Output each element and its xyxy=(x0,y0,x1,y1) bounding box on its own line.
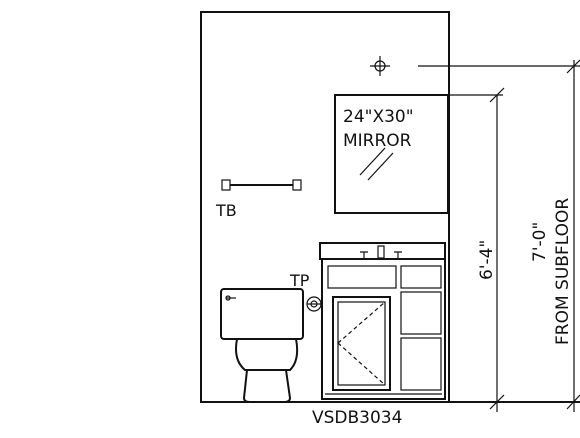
toilet-paper-holder xyxy=(306,296,322,312)
light-height-label: 7'-0" xyxy=(530,222,550,262)
mirror-label-size: 24"X30" xyxy=(343,107,414,127)
mirror xyxy=(334,94,449,214)
vanity xyxy=(319,242,446,400)
crosshair-circle-icon xyxy=(370,56,390,76)
light-height-dimension xyxy=(418,59,580,412)
vanity-model-label: VSDB3034 xyxy=(312,408,402,428)
light-height-reference-label: FROM SUBFLOOR xyxy=(553,198,573,345)
toilet xyxy=(220,288,304,403)
mirror-height-label: 6'-4" xyxy=(477,240,497,280)
towel-bar xyxy=(221,179,302,191)
toilet-paper-label: TP xyxy=(289,271,310,290)
mirror-label-name: MIRROR xyxy=(343,131,412,151)
mirror-height-dimension xyxy=(448,87,505,412)
towel-bar-label: TB xyxy=(215,201,237,220)
